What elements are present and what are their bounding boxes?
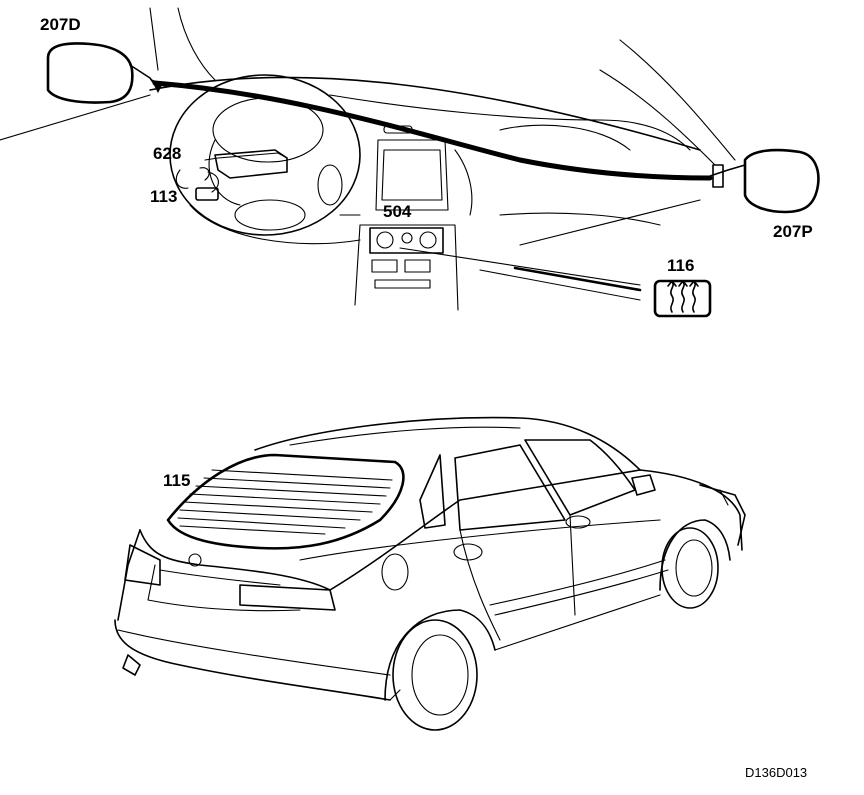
rear-window bbox=[166, 453, 405, 550]
rear-wheel bbox=[392, 619, 478, 731]
car-illustration bbox=[114, 416, 746, 731]
front-wheel bbox=[661, 527, 719, 609]
reference-code: D136D013 bbox=[745, 765, 808, 780]
steering-wheel bbox=[169, 74, 361, 236]
switch-113 bbox=[195, 187, 219, 201]
label-113: 113 bbox=[150, 187, 178, 206]
driver-mirror bbox=[46, 42, 163, 104]
rear-defrost-icon bbox=[667, 280, 699, 313]
label-207p: 207P bbox=[773, 222, 813, 241]
label-115: 115 bbox=[163, 471, 191, 490]
defrost-switch bbox=[653, 279, 712, 318]
label-207d: 207D bbox=[40, 15, 81, 34]
dashboard-illustration bbox=[0, 7, 820, 318]
control-module bbox=[214, 149, 288, 179]
dash-wiring-harness bbox=[152, 80, 713, 181]
label-628: 628 bbox=[153, 144, 182, 163]
passenger-mirror bbox=[709, 148, 820, 214]
label-116: 116 bbox=[667, 256, 695, 275]
label-504: 504 bbox=[383, 202, 412, 221]
climate-control-panel bbox=[369, 227, 444, 254]
